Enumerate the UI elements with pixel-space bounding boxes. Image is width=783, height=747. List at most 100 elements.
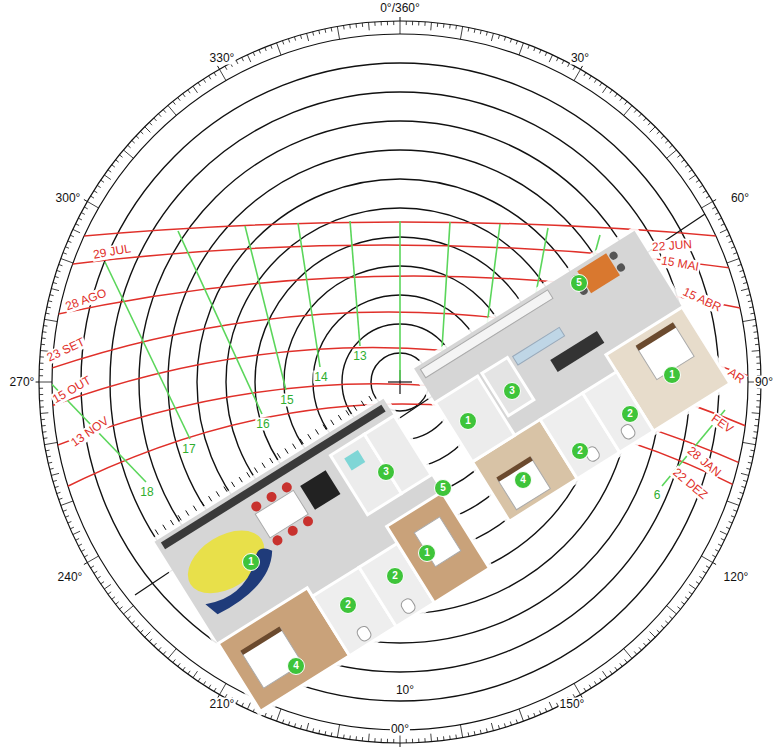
- azimuth-tick: [168, 105, 176, 115]
- azimuth-tick: [123, 150, 133, 158]
- bathroom: [364, 416, 431, 494]
- azimuth-tick: [480, 730, 482, 734]
- callout-number: 5: [576, 278, 582, 288]
- azimuth-tick: [158, 114, 161, 117]
- azimuth-tick: [757, 400, 761, 401]
- azimuth-tick: [610, 671, 612, 674]
- hatch-tick: [308, 434, 311, 439]
- azimuth-tick: [545, 52, 547, 56]
- azimuth-tick: [43, 325, 47, 327]
- date-label: 28 AGO: [63, 286, 109, 314]
- azimuth-tick: [55, 276, 59, 277]
- azimuth-tick: [539, 50, 541, 54]
- azimuth-tick: [84, 555, 87, 557]
- azimuth-major-tick: [713, 200, 716, 202]
- azimuth-tick: [740, 492, 744, 493]
- azimuth-tick: [337, 26, 339, 39]
- azimuth-label: 210°: [209, 698, 236, 711]
- azimuth-tick: [600, 83, 602, 86]
- azimuth-tick: [701, 202, 712, 209]
- azimuth-tick: [61, 501, 73, 505]
- hatch-tick: [155, 530, 158, 535]
- azimuth-tick: [620, 98, 622, 101]
- azimuth-tick: [756, 406, 760, 407]
- azimuth-tick: [757, 363, 761, 364]
- azimuth-tick: [661, 136, 664, 139]
- azimuth-tick: [198, 83, 200, 86]
- azimuth-tick: [271, 715, 272, 719]
- azimuth-tick: [188, 671, 190, 674]
- azimuth-tick: [720, 229, 727, 232]
- callout-number: 3: [383, 467, 389, 477]
- azimuth-tick: [584, 688, 586, 691]
- azimuth-tick: [474, 731, 476, 735]
- azimuth-tick: [247, 702, 250, 709]
- azimuth-tick: [277, 43, 281, 55]
- azimuth-tick: [44, 319, 57, 321]
- room-callout: 1: [418, 544, 436, 562]
- azimuth-tick: [741, 473, 749, 475]
- azimuth-tick: [173, 101, 176, 104]
- azimuth-tick: [624, 649, 632, 659]
- callout-number: 2: [627, 409, 633, 419]
- azimuth-tick: [63, 510, 67, 511]
- azimuth-tick: [57, 492, 61, 493]
- azimuth-tick: [51, 473, 59, 475]
- azimuth-tick: [701, 556, 712, 563]
- azimuth-tick: [145, 127, 151, 133]
- azimuth-tick: [312, 32, 314, 36]
- azimuth-tick: [324, 29, 326, 33]
- azimuth-tick: [163, 651, 166, 654]
- callout-number: 1: [669, 370, 675, 380]
- hour-label: 13: [352, 350, 367, 363]
- azimuth-tick: [615, 94, 617, 97]
- azimuth-tick: [288, 39, 289, 43]
- hatch-tick: [346, 410, 349, 415]
- azimuth-tick: [504, 723, 505, 727]
- azimuth-tick: [87, 556, 98, 563]
- azimuth-tick: [661, 625, 664, 628]
- azimuth-tick: [534, 713, 535, 717]
- azimuth-label: 60°: [730, 192, 750, 205]
- azimuth-tick: [132, 140, 135, 143]
- azimuth-tick: [667, 606, 677, 614]
- azimuth-tick: [40, 356, 44, 357]
- azimuth-tick: [288, 722, 289, 726]
- azimuth-tick: [343, 735, 345, 739]
- room-callout: 1: [663, 366, 681, 384]
- azimuth-major-tick: [400, 17, 401, 21]
- azimuth-tick: [643, 118, 646, 121]
- azimuth-tick: [178, 98, 180, 101]
- azimuth-label: 270°: [9, 376, 36, 389]
- room-callout: 3: [377, 463, 395, 481]
- azimuth-tick: [460, 725, 462, 738]
- room-callout: 1: [459, 412, 477, 430]
- azimuth-tick: [634, 110, 637, 113]
- room-callout: 4: [514, 471, 532, 489]
- hatch-tick: [247, 472, 250, 477]
- azimuth-tick: [101, 180, 104, 182]
- hatch-tick: [270, 458, 273, 463]
- azimuth-tick: [712, 555, 715, 557]
- azimuth-tick: [430, 734, 432, 742]
- azimuth-tick: [574, 683, 581, 694]
- azimuth-tick: [183, 667, 185, 670]
- azimuth-tick: [689, 592, 692, 594]
- azimuth-tick: [699, 185, 702, 187]
- azimuth-tick: [50, 468, 54, 470]
- azimuth-tick: [97, 576, 100, 578]
- azimuth-tick: [528, 45, 529, 49]
- azimuth-label: 240°: [57, 571, 84, 584]
- azimuth-tick: [412, 739, 413, 743]
- date-label: FEV: [708, 411, 736, 436]
- azimuth-tick: [73, 531, 80, 534]
- azimuth-tick: [743, 319, 756, 321]
- azimuth-tick: [752, 350, 760, 352]
- hatch-tick: [323, 425, 326, 430]
- hatch-tick: [231, 482, 234, 487]
- azimuth-tick: [242, 703, 244, 707]
- azimuth-tick: [418, 739, 419, 743]
- azimuth-tick: [68, 241, 72, 243]
- azimuth-major-tick: [581, 66, 583, 69]
- azimuth-label: 300°: [55, 192, 82, 205]
